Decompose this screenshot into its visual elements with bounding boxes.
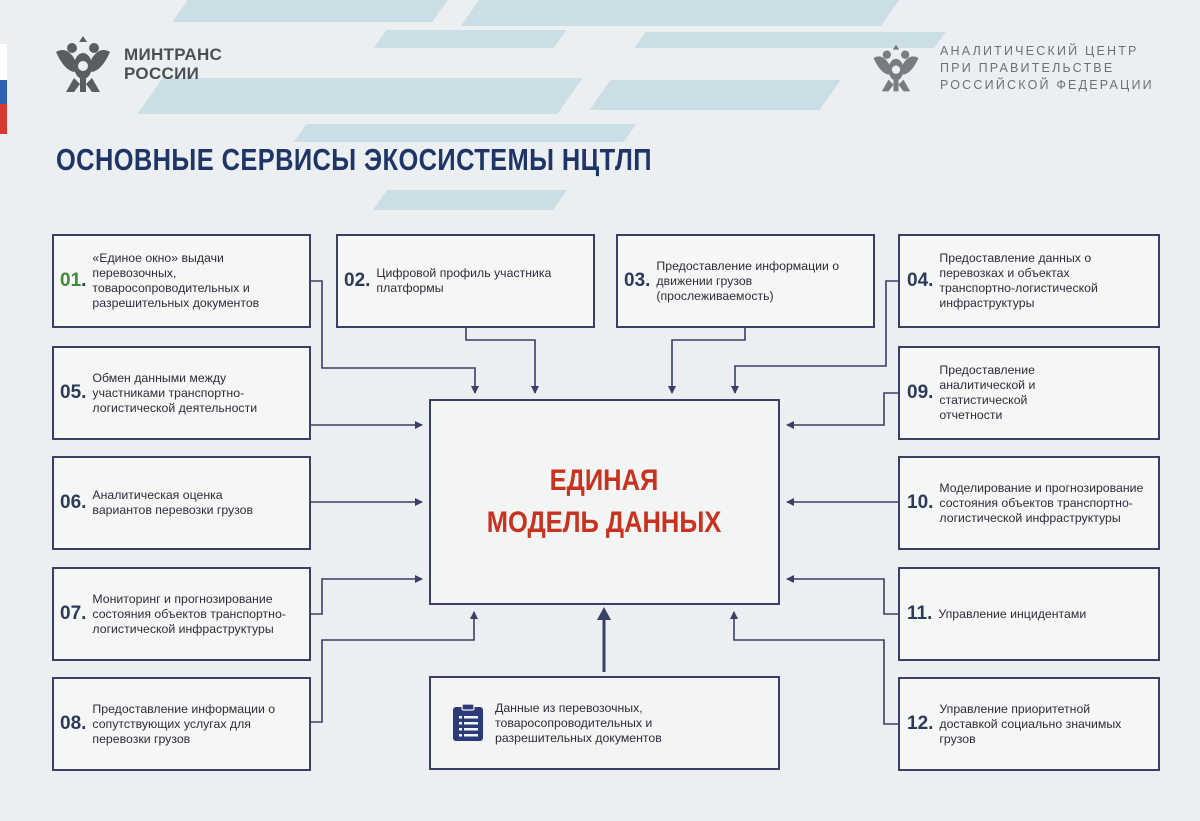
double-headed-eagle-icon xyxy=(873,44,919,92)
documents-data-box: Данные из перевозочных, товаросопроводит… xyxy=(429,676,780,770)
connector-bottom-arrowhead xyxy=(597,607,611,620)
service-box-10: 10. Моделирование и прогнозирование сост… xyxy=(898,456,1160,550)
ac-line2: ПРИ ПРАВИТЕЛЬСТВЕ xyxy=(940,60,1115,75)
connector-04 xyxy=(731,280,898,394)
connector-08 xyxy=(310,611,478,723)
flag-red-stripe xyxy=(0,104,7,134)
service-text: Аналитическая оценка вариантов перевозки… xyxy=(92,488,254,517)
service-number: 09. xyxy=(907,382,934,403)
document-clipboard-icon xyxy=(453,703,483,741)
double-headed-eagle-icon xyxy=(56,36,110,92)
service-number: 06. xyxy=(60,492,87,513)
flag-white-stripe xyxy=(0,44,7,80)
service-text: Цифровой профиль участника платформы xyxy=(376,266,552,295)
ac-line3: РОССИЙСКОЙ ФЕДЕРАЦИИ xyxy=(940,77,1154,92)
service-number: 03. xyxy=(624,270,651,291)
mintrans-line1: МИНТРАНС xyxy=(124,45,223,64)
service-box-02: 02. Цифровой профиль участника платформы xyxy=(336,234,595,328)
service-box-03: 03. Предоставление информации о движении… xyxy=(616,234,875,328)
mintrans-logo: МИНТРАНС РОССИИ xyxy=(52,28,222,100)
service-text: Предоставление данных о перевозках и объ… xyxy=(939,251,1098,310)
service-box-08: 08. Предоставление информации о сопутств… xyxy=(52,677,311,771)
service-text: Моделирование и прогнозирование состояни… xyxy=(939,480,1144,525)
service-text: Предоставление аналитической и статистич… xyxy=(939,363,1036,422)
connector-11 xyxy=(786,575,898,615)
service-number: 11. xyxy=(907,603,933,624)
service-text: Управление приоритетной доставкой социал… xyxy=(939,701,1122,746)
service-number: 12. xyxy=(907,713,934,734)
center-line2: МОДЕЛЬ ДАННЫХ xyxy=(487,506,722,539)
service-number: 05. xyxy=(60,382,87,403)
ac-line1: АНАЛИТИЧЕСКИЙ ЦЕНТР xyxy=(940,43,1139,58)
connector-12 xyxy=(730,611,898,725)
service-text: Обмен данными между участниками транспор… xyxy=(92,370,258,415)
service-text: Предоставление информации о сопутствующи… xyxy=(92,701,276,746)
service-box-04: 04. Предоставление данных о перевозках и… xyxy=(898,234,1160,328)
service-box-07: 07. Мониторинг и прогнозирование состоян… xyxy=(52,567,311,661)
service-box-12: 12. Управление приоритетной доставкой со… xyxy=(898,677,1160,771)
service-number: 01. xyxy=(60,270,87,291)
service-text: Мониторинг и прогнозирование состояния о… xyxy=(92,591,286,636)
documents-data-text: Данные из перевозочных, товаросопроводит… xyxy=(495,700,662,745)
service-box-09: 09. Предоставление аналитической и стати… xyxy=(898,346,1160,440)
service-box-06: 06. Аналитическая оценка вариантов перев… xyxy=(52,456,311,550)
service-box-05: 05. Обмен данными между участниками тран… xyxy=(52,346,311,440)
connector-09 xyxy=(786,392,898,429)
unified-data-model-box: ЕДИНАЯ МОДЕЛЬ ДАННЫХ xyxy=(429,399,780,605)
service-number: 04. xyxy=(907,270,934,291)
connector-01 xyxy=(310,280,479,394)
service-text: Предоставление информации о движении гру… xyxy=(656,258,840,303)
mintrans-line2: РОССИИ xyxy=(124,64,200,83)
connector-07 xyxy=(310,575,423,615)
service-box-11: 11. Управление инцидентами xyxy=(898,567,1160,661)
service-box-01: 01. «Единое окно» выдачи перевозочных, т… xyxy=(52,234,311,328)
analytical-center-logo: АНАЛИТИЧЕСКИЙ ЦЕНТР ПРИ ПРАВИТЕЛЬСТВЕ РО… xyxy=(868,38,1154,98)
center-line1: ЕДИНАЯ xyxy=(550,464,659,497)
service-text: Управление инцидентами xyxy=(938,606,1087,621)
service-number: 08. xyxy=(60,713,87,734)
flag-blue-stripe xyxy=(0,80,7,104)
connector-03 xyxy=(668,328,746,394)
service-text: «Единое окно» выдачи перевозочных, товар… xyxy=(92,251,260,310)
service-number: 02. xyxy=(344,270,371,291)
page-title: ОСНОВНЫЕ СЕРВИСЫ ЭКОСИСТЕМЫ НЦТЛП xyxy=(56,142,652,177)
service-number: 07. xyxy=(60,603,87,624)
connector-02 xyxy=(465,328,539,394)
service-number: 10. xyxy=(907,492,934,513)
